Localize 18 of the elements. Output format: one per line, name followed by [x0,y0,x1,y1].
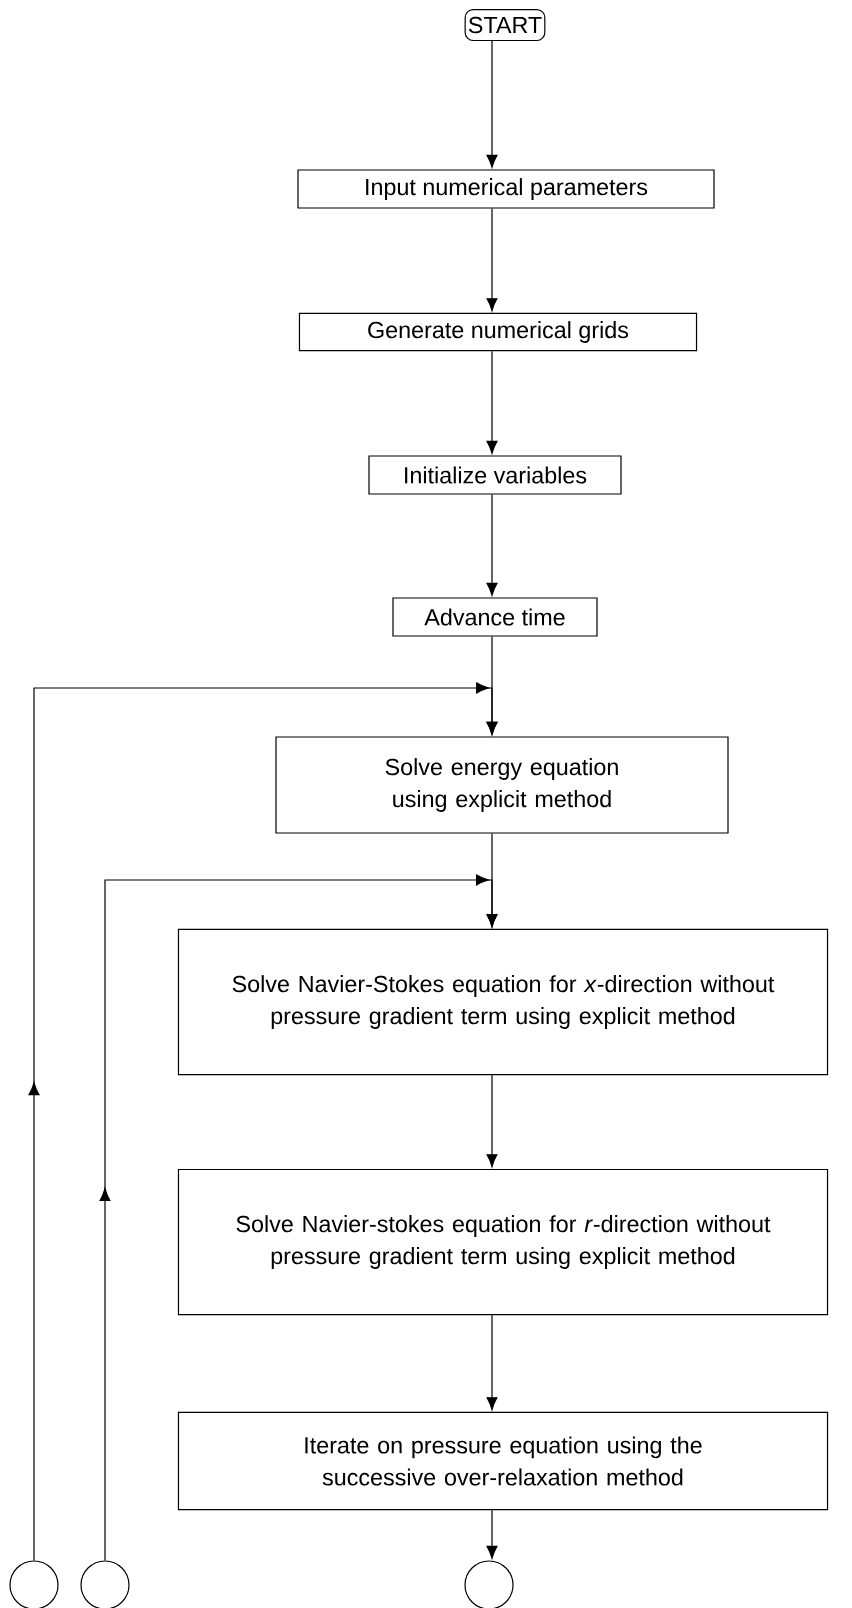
arrow [486,494,498,596]
process-box: Generate numerical grids [298,312,698,352]
loop-arrow [28,682,498,1561]
process-box: Iterate on pressure equation using the successive over-relaxation method [177,1411,829,1511]
arrow [486,208,498,312]
process-box: Advance time [392,597,598,637]
arrow [486,350,498,454]
loop-arrow [99,874,498,1561]
process-box: Solve Navier-Stokes equation for x-direction without pressure gradient term using explicit method [177,928,829,1076]
arrow [486,40,498,168]
arrow [486,1074,498,1168]
process-box: Input numerical parameters [297,169,715,209]
arrow [486,1314,498,1411]
terminal-box: START [464,8,546,42]
process-box: Solve energy equation using explicit method [275,736,729,834]
process-box: Initialize variables [368,455,622,495]
arrow [486,1509,498,1559]
process-box: Solve Navier-stokes equation for r-direction without pressure gradient term using explicit method [177,1168,829,1316]
